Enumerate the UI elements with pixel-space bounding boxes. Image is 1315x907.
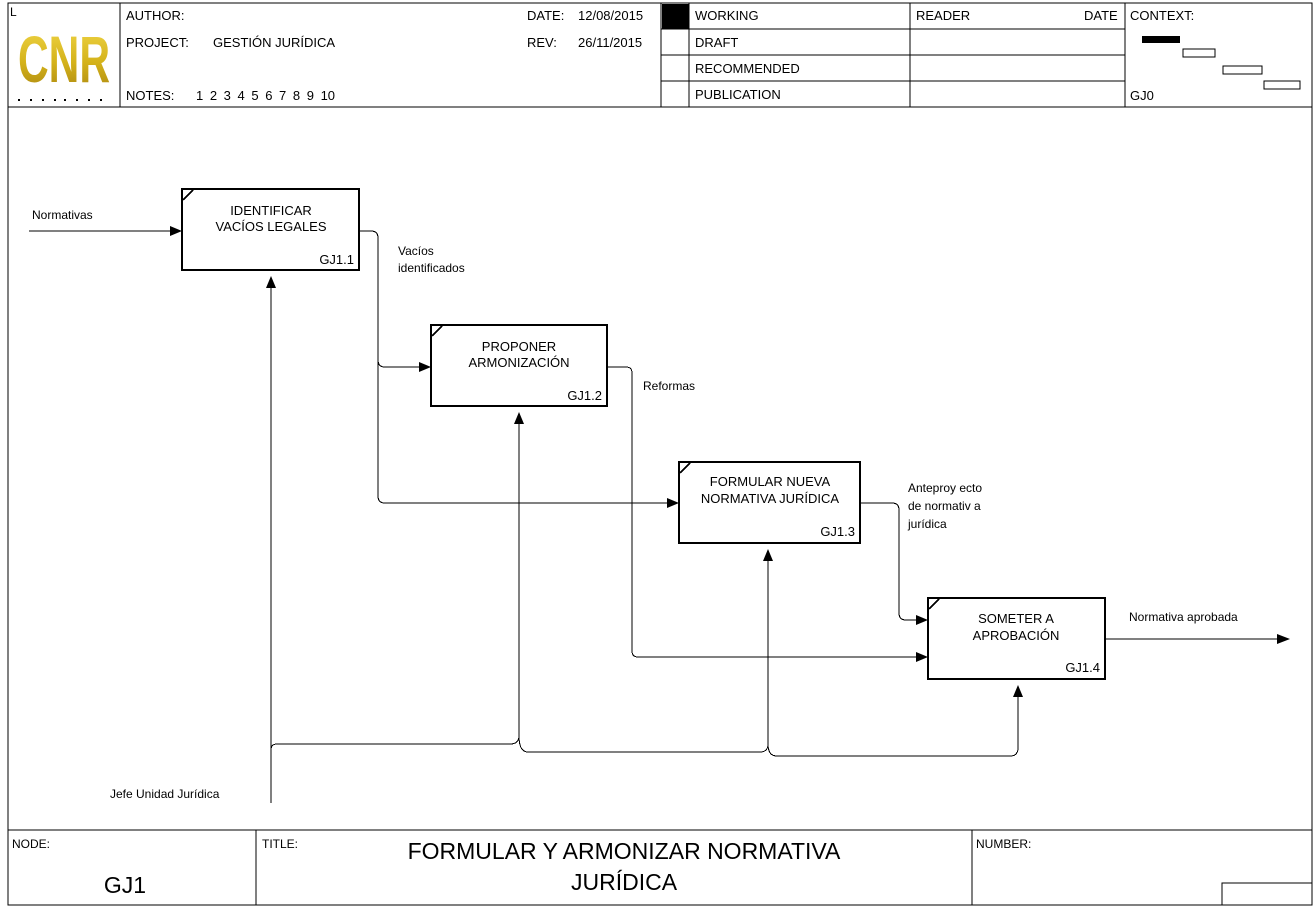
date-label: DATE: [527, 8, 564, 23]
status-draft: DRAFT [695, 35, 738, 50]
activity-title-line1: SOMETER A [978, 611, 1054, 626]
label-reformas: Reformas [643, 379, 695, 393]
arrowheads [170, 226, 1290, 697]
activity-title-line2: APROBACIÓN [973, 628, 1060, 643]
node-value: GJ1 [104, 872, 146, 898]
date-value: 12/08/2015 [578, 8, 643, 23]
status-working: WORKING [695, 8, 759, 23]
node-label: NODE: [12, 837, 50, 851]
status-recommended: RECOMMENDED [695, 61, 800, 76]
diagram-title-line2: JURÍDICA [571, 869, 678, 895]
activity-id: GJ1.3 [820, 524, 855, 539]
activity-id: GJ1.4 [1065, 660, 1100, 675]
working-status-marker [662, 4, 689, 29]
logo-corner-glyph: L [10, 5, 17, 19]
arrow-anteproyecto [860, 502, 918, 621]
status-publication: PUBLICATION [695, 87, 781, 102]
header-block: L CNR AUTHOR: PROJECT: GESTIÓN JURÍDICA … [7, 2, 1313, 108]
activity-title-line2: VACÍOS LEGALES [215, 219, 326, 234]
notes-value: 1 2 3 4 5 6 7 8 9 10 [196, 88, 335, 103]
label-anteproyecto-line2: de normativ a [908, 499, 981, 513]
label-jefe-unidad-juridica: Jefe Unidad Jurídica [110, 787, 220, 801]
label-vacios-line2: identificados [398, 261, 465, 275]
reader-label: READER [916, 8, 970, 23]
activity-title-line1: PROPONER [482, 339, 556, 354]
label-anteproyecto-line1: Anteproy ecto [908, 481, 982, 495]
context-label: CONTEXT: [1130, 8, 1194, 23]
notes-label: NOTES: [126, 88, 174, 103]
activity-title-line2: ARMONIZACIÓN [468, 355, 569, 370]
activity-title-line2: NORMATIVA JURÍDICA [701, 491, 840, 506]
author-label: AUTHOR: [126, 8, 185, 23]
activity-id: GJ1.1 [319, 252, 354, 267]
context-node: GJ0 [1130, 88, 1154, 103]
number-label: NUMBER: [976, 837, 1031, 851]
project-value: GESTIÓN JURÍDICA [213, 35, 335, 50]
activity-box-gj1-3: FORMULAR NUEVA NORMATIVA JURÍDICA GJ1.3 [678, 461, 861, 544]
mechanism-arrow-jefe-unidad [270, 288, 1019, 803]
label-anteproyecto-line3: jurídica [907, 517, 947, 531]
activity-box-gj1-1: IDENTIFICAR VACÍOS LEGALES GJ1.1 [181, 188, 360, 271]
arrow-reformas [607, 366, 918, 658]
diagram-title-line1: FORMULAR Y ARMONIZAR NORMATIVA [408, 838, 841, 864]
reader-date-label: DATE [1084, 8, 1118, 23]
activity-id: GJ1.2 [567, 388, 602, 403]
arrow-vacios-identificados [359, 230, 669, 504]
cnr-logo: L CNR [10, 5, 110, 101]
label-normativas: Normativas [32, 208, 93, 222]
logo-text: CNR [18, 22, 110, 96]
activity-box-gj1-4: SOMETER A APROBACIÓN GJ1.4 [927, 597, 1106, 680]
activity-box-gj1-2: PROPONER ARMONIZACIÓN GJ1.2 [430, 324, 608, 407]
rev-label: REV: [527, 35, 557, 50]
activity-title-line1: IDENTIFICAR [230, 203, 312, 218]
activity-title-line1: FORMULAR NUEVA [710, 474, 831, 489]
project-label: PROJECT: [126, 35, 189, 50]
label-normativa-aprobada: Normativa aprobada [1129, 610, 1238, 624]
rev-value: 26/11/2015 [578, 35, 642, 50]
title-label: TITLE: [262, 837, 298, 851]
context-thumbnail [1142, 36, 1301, 90]
label-vacios-line1: Vacíos [398, 244, 434, 258]
footer-block: NODE: GJ1 TITLE: FORMULAR Y ARMONIZAR NO… [7, 829, 1313, 906]
